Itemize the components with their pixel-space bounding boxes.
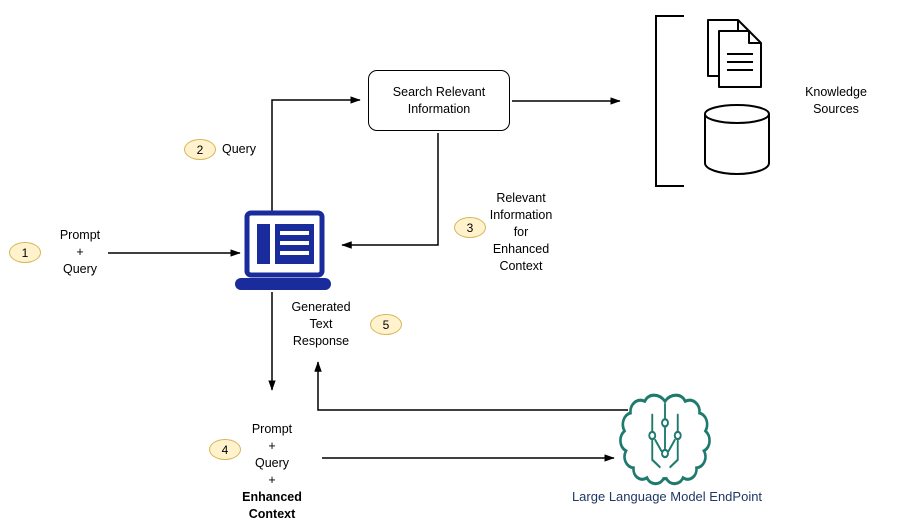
grouping-bracket (655, 15, 684, 187)
prompt-query-label: Prompt + Query (59, 228, 101, 276)
laptop-icon (235, 210, 331, 290)
query-label: Query (222, 142, 257, 156)
relevant-information-label: Relevant Information for Enhanced Contex… (489, 191, 553, 273)
llm-endpoint-label: Large Language Model EndPoint (571, 489, 763, 504)
step-badge-2: 2 (184, 139, 216, 160)
database-icon (704, 104, 770, 176)
step-badge-4: 4 (209, 439, 241, 460)
arrow-search-to-laptop (341, 133, 439, 249)
step-badge-1: 1 (9, 242, 41, 263)
search-relevant-information-node: Search Relevant Information (368, 70, 510, 131)
brain-icon (619, 393, 711, 486)
prompt-query-enhanced-context-label: Prompt + Query + Enhanced Context (222, 404, 322, 532)
documents-icon (707, 19, 762, 88)
arrow-llm-to-laptop (314, 361, 628, 411)
generated-text-response-label: Generated Text Response (291, 300, 351, 348)
prompt-query-plus-lines: Prompt + Query + (251, 422, 293, 487)
knowledge-sources-label: Knowledge Sources (805, 85, 867, 116)
enhanced-context-lines: Enhanced Context (242, 490, 302, 521)
arrow-laptop-to-search (271, 96, 361, 212)
step-badge-5: 5 (370, 314, 402, 335)
connector-arrows (108, 96, 628, 462)
step-badge-3: 3 (454, 217, 486, 238)
